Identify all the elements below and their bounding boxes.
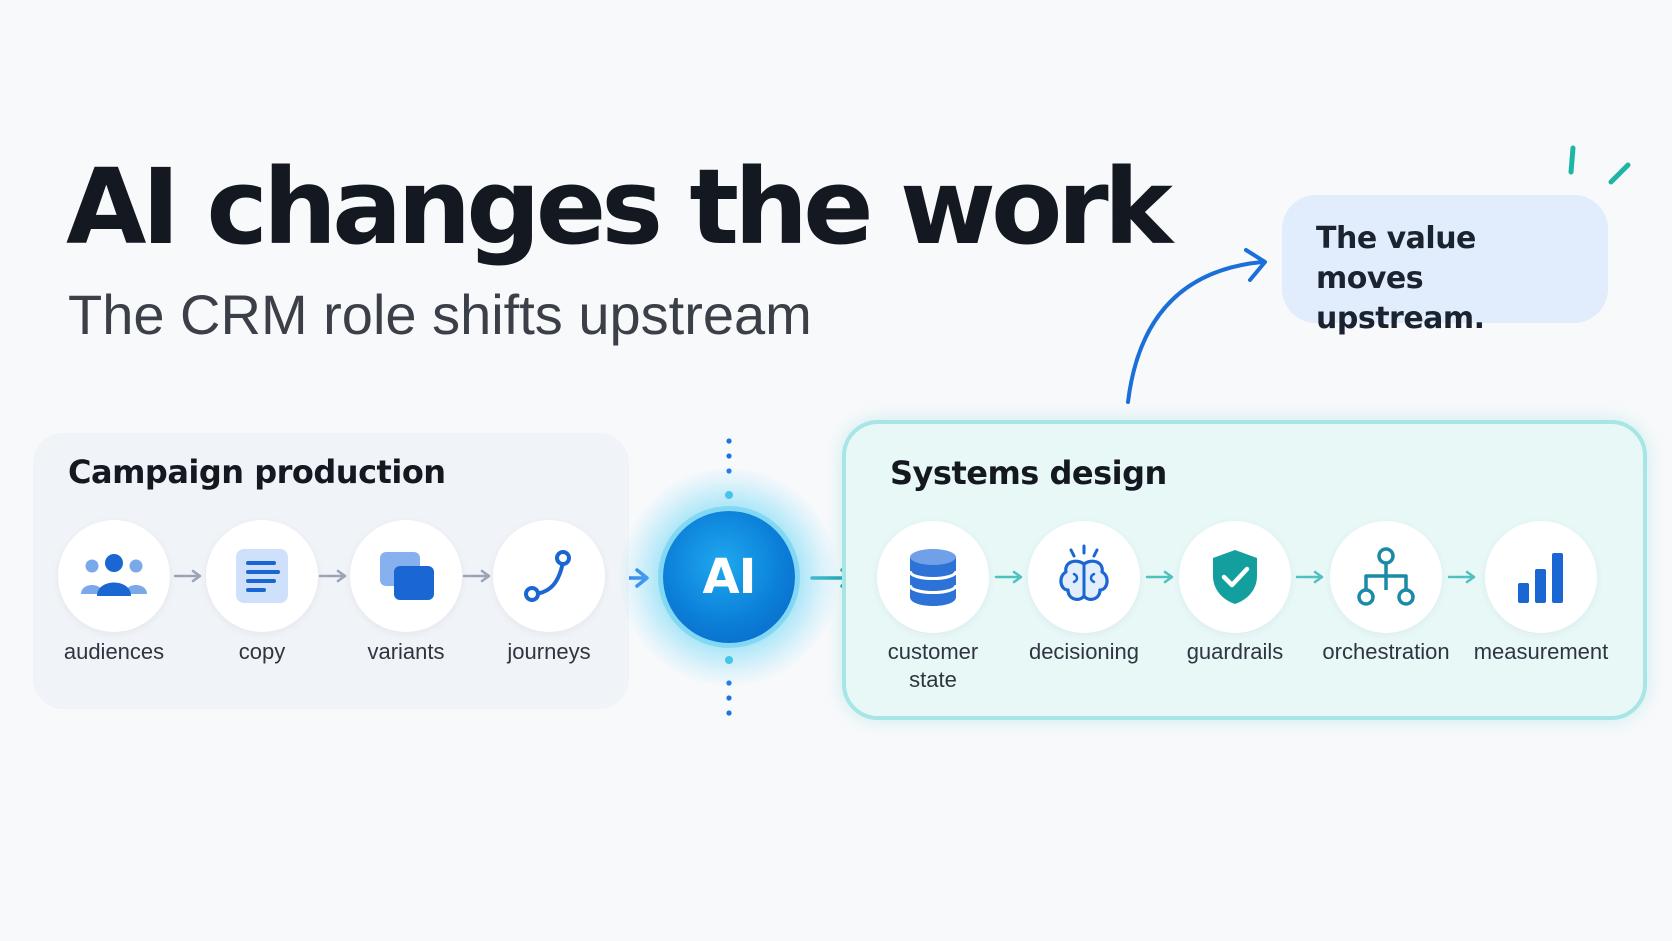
systems-design-title: Systems design xyxy=(890,454,1167,492)
step-label-orchestration: orchestration xyxy=(1306,638,1466,666)
brain-icon xyxy=(1059,544,1109,601)
database-icon xyxy=(908,549,958,606)
path-icon xyxy=(524,550,571,602)
arrow-right-icon xyxy=(1447,570,1476,584)
step-variants xyxy=(350,520,462,632)
systems-design-panel: Systems design customer state decisionin… xyxy=(842,420,1647,720)
people-icon xyxy=(81,554,147,596)
shield-check-icon xyxy=(1213,550,1257,604)
curved-arrow xyxy=(1126,248,1267,404)
label-line: measurement xyxy=(1473,639,1609,664)
document-icon xyxy=(236,549,288,603)
ai-hub: AI xyxy=(663,511,795,643)
step-audiences xyxy=(58,520,170,632)
arrow-right-icon xyxy=(1295,570,1324,584)
label-line: guardrails xyxy=(1186,639,1284,664)
step-label-guardrails: guardrails xyxy=(1155,638,1315,666)
step-measurement xyxy=(1485,521,1597,633)
ai-hub-label: AI xyxy=(702,549,756,605)
callout-line-2: upstream. xyxy=(1316,301,1485,336)
step-label-audiences: audiences xyxy=(63,639,165,664)
step-customer-state xyxy=(877,521,989,633)
step-copy xyxy=(206,520,318,632)
campaign-production-panel: Campaign production audiences copy xyxy=(33,433,629,709)
arrow-right-icon xyxy=(318,569,347,583)
step-journeys xyxy=(493,520,605,632)
arrow-right-icon xyxy=(994,570,1023,584)
label-line: orchestration xyxy=(1322,639,1450,664)
page-subtitle: The CRM role shifts upstream xyxy=(68,283,812,346)
ai-hub-glow: AI xyxy=(620,468,838,686)
callout-box: The value moves upstream. xyxy=(1282,195,1608,336)
label-line: customer xyxy=(887,639,979,664)
hierarchy-icon xyxy=(1357,547,1415,606)
step-label-customer-state: customer state xyxy=(853,638,1013,694)
arrow-right-icon xyxy=(462,569,491,583)
step-label-journeys: journeys xyxy=(507,639,591,664)
page-title: AI changes the work xyxy=(66,146,1173,268)
label-line: state xyxy=(909,667,957,692)
campaign-production-title: Campaign production xyxy=(68,453,446,491)
step-label-decisioning: decisioning xyxy=(1004,638,1164,666)
callout-line-1: The value moves xyxy=(1316,221,1476,296)
step-orchestration xyxy=(1330,521,1442,633)
bar-chart-icon xyxy=(1518,553,1563,603)
step-label-variants: variants xyxy=(367,639,445,664)
sparkle-icon xyxy=(1568,145,1631,185)
step-decisioning xyxy=(1028,521,1140,633)
step-label-copy: copy xyxy=(238,639,286,664)
step-label-measurement: measurement xyxy=(1461,638,1621,666)
arrow-right-icon xyxy=(173,569,202,583)
label-line: decisioning xyxy=(1028,639,1140,664)
step-guardrails xyxy=(1179,521,1291,633)
stacked-cards-icon xyxy=(380,552,434,600)
arrow-right-icon xyxy=(1145,570,1174,584)
